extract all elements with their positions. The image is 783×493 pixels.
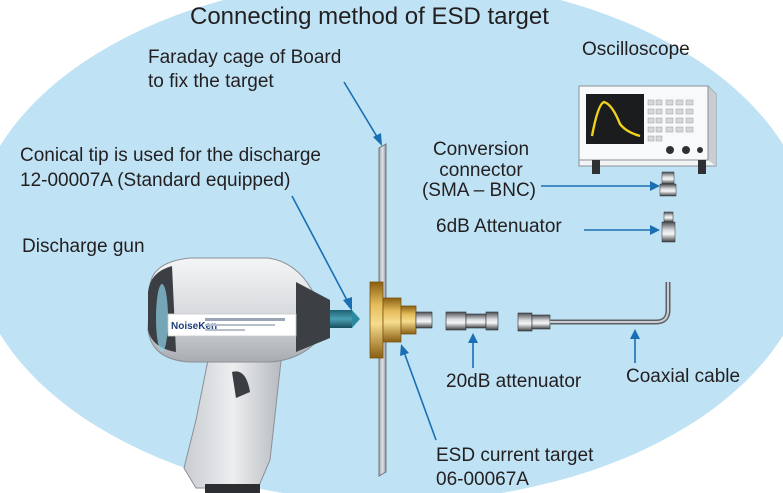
label-conical-line1: Conical tip is used for the discharge [20,145,321,166]
label-discharge-gun: Discharge gun [22,236,145,257]
label-conversion-line1: Conversion [432,139,530,160]
label-conversion-line3: (SMA – BNC) [421,180,537,201]
callout-arrows [291,81,660,441]
label-esd-target-line2: 06-00067A [436,469,529,490]
label-faraday-line2: to fix the target [148,71,274,92]
attenuator-6db [661,211,676,243]
label-conical-line2: 12-00007A (Standard equipped) [20,170,291,191]
coaxial-cable [517,282,671,332]
label-6db-attenuator: 6dB Attenuator [436,216,562,237]
label-20db-attenuator: 20dB attenuator [446,371,582,392]
esd-current-target [369,281,433,359]
oscilloscope [578,85,717,174]
attenuator-20db [445,311,499,331]
label-faraday-line1: Faraday cage of Board [148,47,342,68]
gun-brand-text: NoiseKen [171,321,217,332]
diagram-title: Connecting method of ESD target [190,3,549,30]
label-oscilloscope: Oscilloscope [582,39,690,60]
label-coaxial-cable: Coaxial cable [626,366,741,387]
discharge-gun: NoiseKen [147,257,360,493]
label-esd-target-line1: ESD current target [436,445,594,466]
label-conversion-line2: connector [439,160,523,181]
conversion-connector [659,171,677,197]
